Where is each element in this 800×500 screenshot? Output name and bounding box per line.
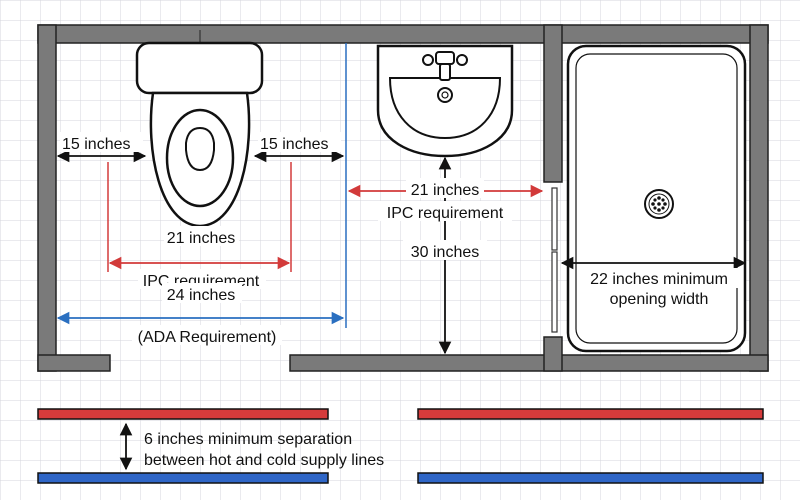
shower-partition-lower	[543, 336, 563, 372]
toilet-tank	[135, 41, 264, 95]
sink-faucet-base	[435, 51, 455, 65]
toilet	[135, 41, 264, 228]
left-wall	[37, 24, 57, 372]
label-ada-req: (ADA Requirement)	[138, 329, 277, 346]
label-toilet-left-15: 15 inches	[62, 136, 131, 153]
shower-partition-upper	[543, 24, 563, 183]
bottom-wall-right	[289, 354, 769, 372]
label-sink-ipc-21: 21 inches	[411, 182, 480, 199]
sink-basin	[388, 77, 502, 140]
label-shower-opening-line2: opening width	[610, 291, 709, 308]
cold-line-right	[417, 472, 764, 484]
shower-door-panel-upper	[551, 187, 558, 251]
sink	[376, 44, 514, 158]
hot-line-right	[417, 408, 764, 420]
hot-line-left	[37, 408, 329, 420]
bottom-wall-left	[37, 354, 111, 372]
toilet-bowl-opening	[185, 126, 215, 172]
shower-door-panel-lower	[551, 251, 558, 333]
label-shower-opening-line1: 22 inches minimum	[590, 271, 728, 288]
shower-drain-icon	[644, 189, 674, 219]
walls	[37, 24, 769, 372]
label-sink-ipc-req: IPC requirement	[387, 205, 504, 222]
label-sink-depth-30: 30 inches	[411, 244, 480, 261]
label-toilet-ipc-21: 21 inches	[167, 230, 236, 247]
cold-line-left	[37, 472, 329, 484]
label-pipe-separation-line1: 6 inches minimum separation	[144, 431, 352, 448]
sink-faucet-left-handle	[422, 54, 434, 66]
label-pipe-separation-line2: between hot and cold supply lines	[144, 452, 384, 469]
right-wall	[749, 24, 769, 372]
label-toilet-right-15: 15 inches	[260, 136, 329, 153]
sink-drain-inner	[441, 91, 449, 99]
supply-lines	[37, 408, 764, 484]
text-labels: 15 inches 15 inches 21 inches IPC requir…	[60, 132, 738, 469]
sink-faucet-spout	[439, 63, 451, 81]
top-wall	[37, 24, 769, 44]
sink-faucet-right-handle	[456, 54, 468, 66]
label-ada-24: 24 inches	[167, 287, 236, 304]
